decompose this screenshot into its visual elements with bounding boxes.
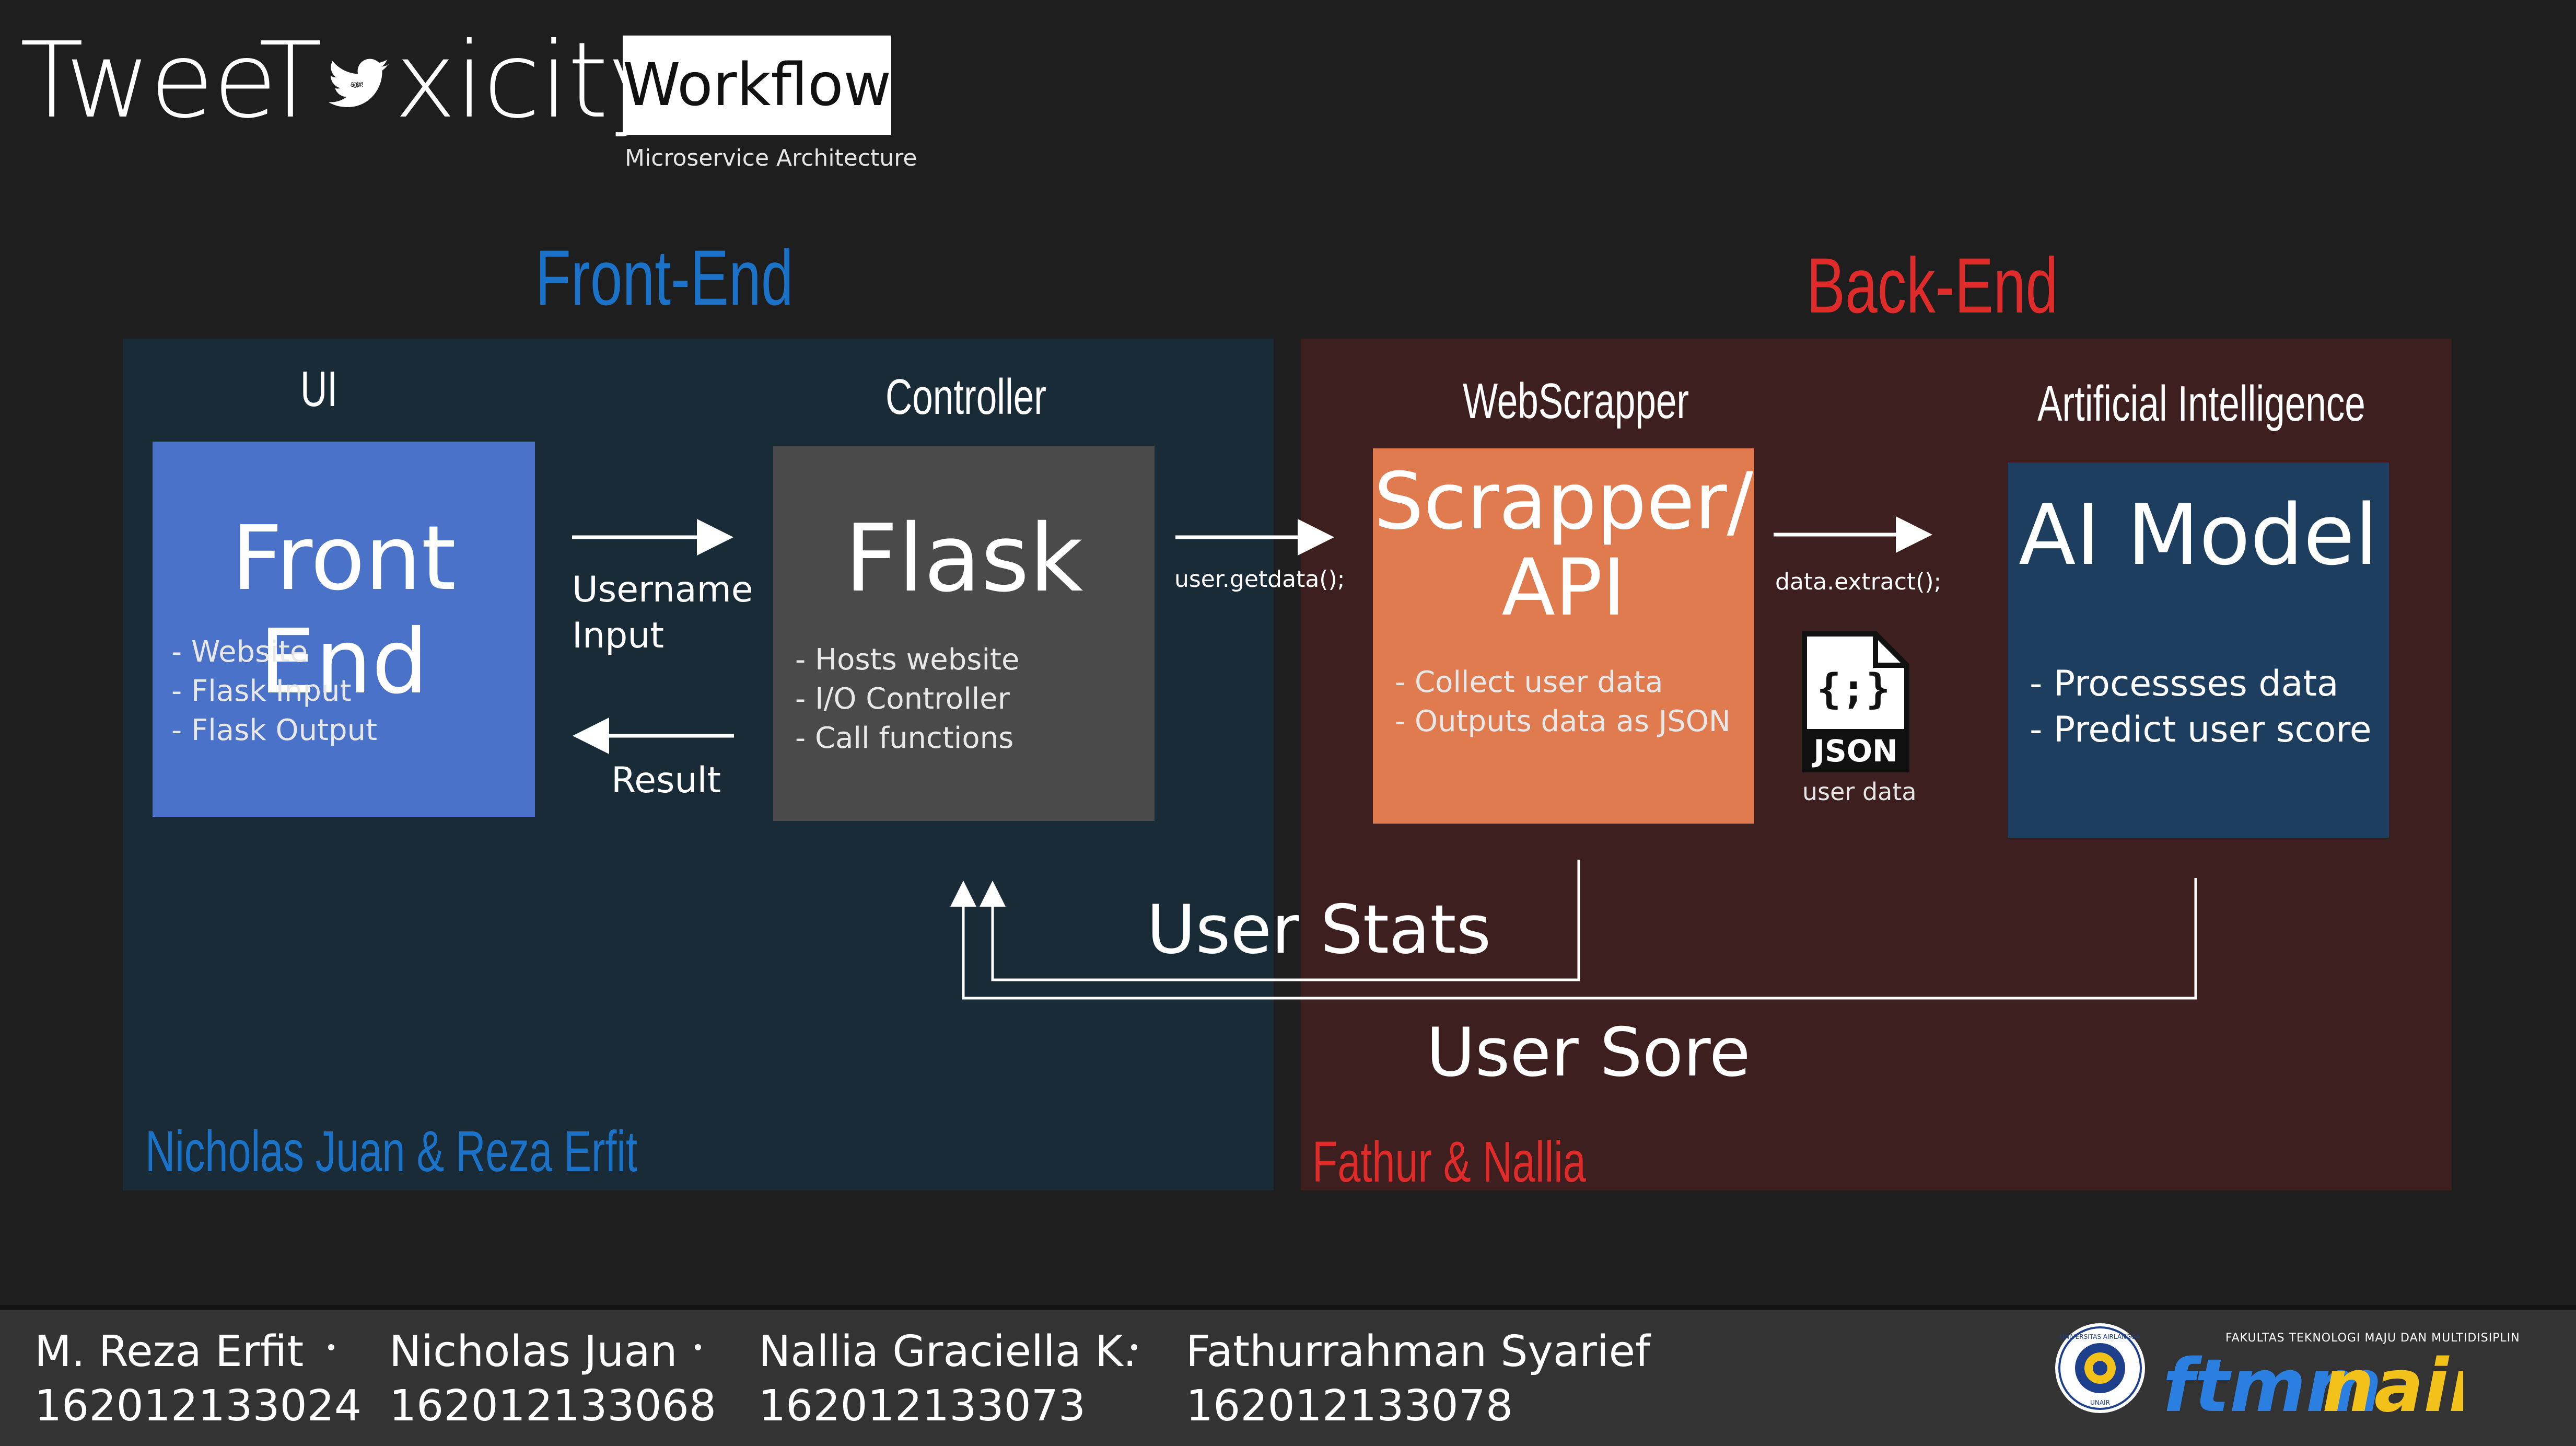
member-id: 162012133024: [34, 1381, 362, 1431]
scrapper-title-line2: API: [1501, 542, 1626, 633]
scrapper-title-line1: Scrapper/: [1373, 456, 1754, 547]
json-label: JSON: [1811, 733, 1897, 769]
username-input-line1: Username: [572, 569, 753, 610]
frontend-box: Front End - Website - Flask Input - Flas…: [153, 442, 535, 817]
ai-model-box-items: - Processses data - Predict user score: [2030, 661, 2372, 753]
svg-text:&@$#!: &@$#!: [351, 80, 363, 88]
member-name: M. Reza Erfit: [34, 1327, 304, 1376]
user-sore-label: User Sore: [1426, 1014, 1751, 1092]
list-item: - I/O Controller: [795, 682, 1010, 716]
logo-text-ftmm: ftmm: [2163, 1344, 2382, 1427]
frontend-box-items: - Website - Flask Input - Flask Output: [171, 632, 377, 750]
member-name: Nallia Graciella K.: [759, 1327, 1137, 1376]
scrapper-box: Scrapper/ API - Collect user data - Outp…: [1373, 448, 1754, 824]
username-input-label: Username Input: [572, 567, 753, 659]
separator-dot: [695, 1344, 701, 1350]
team-member: Fathurrahman Syarief 162012133078: [1186, 1325, 1650, 1433]
scrapper-box-items: - Collect user data - Outputs data as JS…: [1395, 663, 1731, 741]
unair-seal-icon: UNIVERSITAS AIRLANGGA UNAIR: [2055, 1323, 2145, 1413]
app-title-part1: TweeT: [20, 20, 322, 142]
ui-column-label: UI: [300, 361, 338, 417]
username-input-line2: Input: [572, 615, 665, 656]
user-stats-label: User Stats: [1147, 891, 1491, 969]
ftmm-unair-logo: ftmm nair: [2163, 1344, 2463, 1427]
list-item: - Collect user data: [1395, 665, 1663, 699]
team-member: Nallia Graciella K. 162012133073: [759, 1325, 1137, 1433]
member-id: 162012133068: [389, 1381, 717, 1431]
flask-box: Flask - Hosts website - I/O Controller -…: [773, 446, 1155, 821]
extract-call-label: data.extract();: [1775, 569, 1942, 595]
webscrapper-column-label: WebScrapper: [1463, 373, 1689, 429]
scrapper-box-title: Scrapper/ API: [1373, 459, 1754, 631]
result-label: Result: [611, 760, 721, 801]
flask-box-items: - Hosts website - I/O Controller - Call …: [795, 640, 1019, 758]
getdata-call-label: user.getdata();: [1174, 566, 1345, 593]
user-sore-connector: [950, 878, 2197, 1000]
list-item: - Predict user score: [2030, 709, 2372, 750]
frontend-section-title: Front-End: [535, 234, 794, 321]
page-subtitle: Microservice Architecture: [625, 145, 917, 171]
workflow-badge-label: Workflow: [622, 51, 892, 119]
team-member: M. Reza Erfit 162012133024: [34, 1325, 362, 1433]
member-id: 162012133073: [759, 1381, 1086, 1431]
list-item: - Flask Input: [171, 674, 352, 708]
list-item: - Outputs data as JSON: [1395, 704, 1731, 738]
frontend-box-title: Front End: [231, 507, 456, 714]
list-item: - Processses data: [2030, 663, 2339, 704]
separator-dot: [1131, 1344, 1137, 1350]
frontend-team-label: Nicholas Juan & Reza Erfit: [145, 1119, 638, 1184]
user-stats-connector: [980, 860, 1580, 981]
backend-section-title: Back-End: [1806, 241, 2058, 329]
workflow-badge: Workflow: [623, 36, 891, 135]
list-item: - Hosts website: [795, 643, 1020, 677]
member-name: Fathurrahman Syarief: [1186, 1327, 1650, 1376]
backend-team-label: Fathur & Nallia: [1312, 1130, 1586, 1194]
member-name: Nicholas Juan: [389, 1327, 678, 1376]
controller-column-label: Controller: [885, 369, 1046, 425]
footer-bar: [0, 1305, 2576, 1446]
list-item: - Website: [171, 635, 308, 669]
seal-text-top: UNIVERSITAS AIRLANGGA: [2060, 1333, 2140, 1340]
member-id: 162012133078: [1186, 1381, 1513, 1431]
ai-model-box: AI Model - Processses data - Predict use…: [2008, 462, 2389, 838]
list-item: - Flask Output: [171, 713, 378, 747]
logo-text-nair: nair: [2322, 1344, 2463, 1427]
json-glyph: {;}: [1817, 666, 1891, 713]
json-file-icon: {;} JSON: [1802, 631, 1909, 772]
twitter-bird-icon: &@$#!: [328, 59, 389, 107]
team-member: Nicholas Juan 162012133068: [389, 1325, 716, 1433]
separator-dot: [328, 1344, 334, 1350]
list-item: - Call functions: [795, 721, 1014, 755]
ai-column-label: Artificial Intelligence: [2037, 376, 2365, 432]
ai-model-box-title: AI Model: [2019, 486, 2378, 584]
user-data-label: user data: [1802, 778, 1917, 806]
faculty-caption: FAKULTAS TEKNOLOGI MAJU DAN MULTIDISIPLI…: [2225, 1332, 2520, 1345]
flask-box-title: Flask: [844, 504, 1083, 612]
seal-text-bottom: UNAIR: [2090, 1399, 2110, 1406]
